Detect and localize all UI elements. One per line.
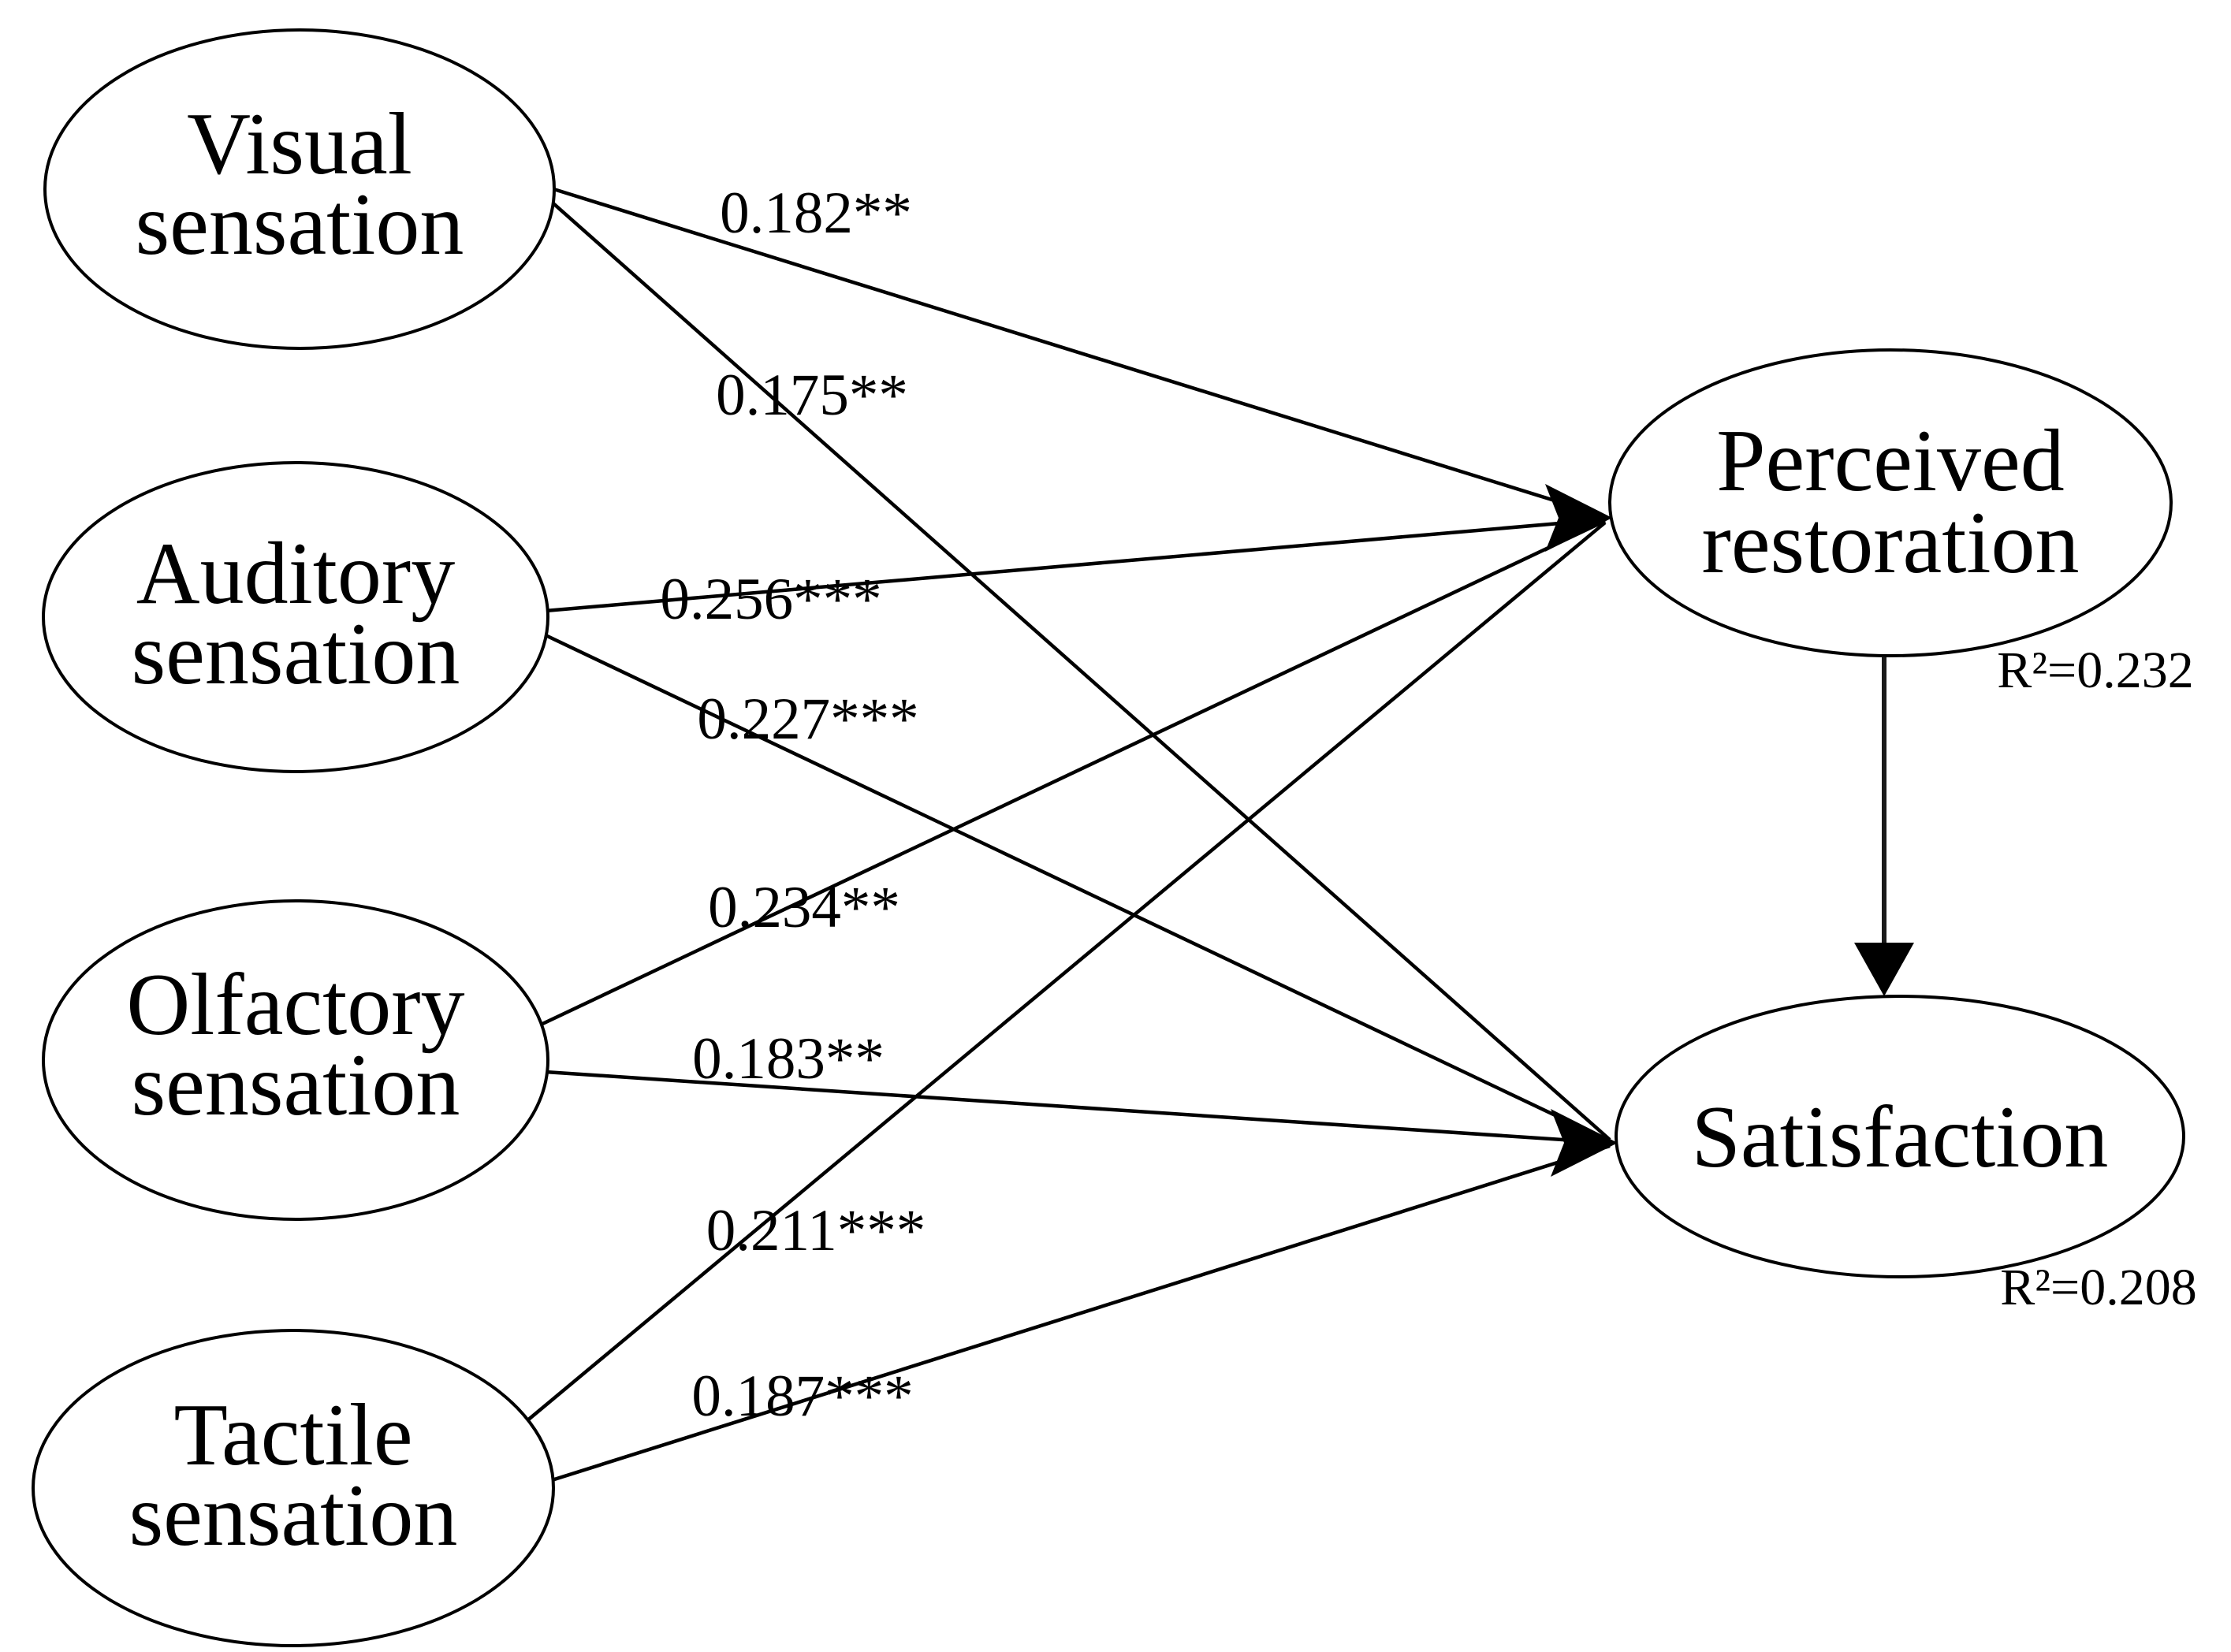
coefficient-tactile-to-satisfaction: 0.187*** <box>691 1364 913 1429</box>
r-squared-satisfaction: R²=0.208 <box>2000 1259 2197 1316</box>
coefficient-auditory-to-satisfaction: 0.227*** <box>697 686 918 752</box>
coefficient-auditory-to-restoration: 0.256*** <box>660 567 881 632</box>
visual-sensation-label-line1: Visual <box>187 95 412 193</box>
path-auditory-to-satisfaction <box>543 632 1611 1144</box>
path-tactile-to-restoration <box>525 521 1607 1423</box>
coefficient-olfactory-to-satisfaction: 0.183** <box>692 1026 885 1092</box>
visual-sensation-node <box>43 28 556 350</box>
auditory-sensation-label-line1: Auditory <box>136 525 455 623</box>
auditory-sensation-label-line2: sensation <box>132 605 460 703</box>
tactile-sensation-label-line2: sensation <box>129 1467 458 1565</box>
olfactory-sensation-label-line2: sensation <box>132 1036 460 1134</box>
path-olfactory-to-restoration <box>540 519 1606 1027</box>
arrowhead-into-restoration-icon <box>1545 484 1612 552</box>
arrowhead-into-satisfaction-icon <box>1551 1109 1618 1177</box>
path-visual-to-restoration <box>548 185 1606 519</box>
tactile-sensation-node <box>32 1329 555 1647</box>
visual-sensation-label-line2: sensation <box>136 176 464 273</box>
olfactory-sensation-node <box>42 899 549 1221</box>
path-tactile-to-satisfaction <box>551 1144 1611 1483</box>
path-visual-to-satisfaction <box>546 197 1611 1141</box>
r-squared-restoration: R²=0.232 <box>1997 642 2194 699</box>
perceived-restoration-label-line1: Perceived <box>1716 412 2065 510</box>
path-auditory-to-restoration <box>545 517 1606 613</box>
perceived-restoration-node <box>1608 348 2173 657</box>
coefficient-visual-to-satisfaction: 0.175** <box>716 363 908 428</box>
satisfaction-label: Satisfaction <box>1692 1088 2109 1186</box>
perceived-restoration-label-line2: restoration <box>1702 494 2080 592</box>
olfactory-sensation-label-line1: Olfactory <box>126 956 464 1054</box>
auditory-sensation-node <box>42 461 549 773</box>
path-olfactory-to-satisfaction <box>545 1070 1611 1145</box>
satisfaction-node <box>1615 995 2185 1278</box>
arrowhead-mediation-down-icon <box>1854 943 1914 996</box>
coefficient-visual-to-restoration: 0.182** <box>720 180 912 246</box>
coefficient-tactile-to-restoration: 0.211*** <box>706 1198 926 1263</box>
tactile-sensation-label-line1: Tactile <box>173 1386 412 1484</box>
coefficient-olfactory-to-restoration: 0.234** <box>708 875 900 940</box>
